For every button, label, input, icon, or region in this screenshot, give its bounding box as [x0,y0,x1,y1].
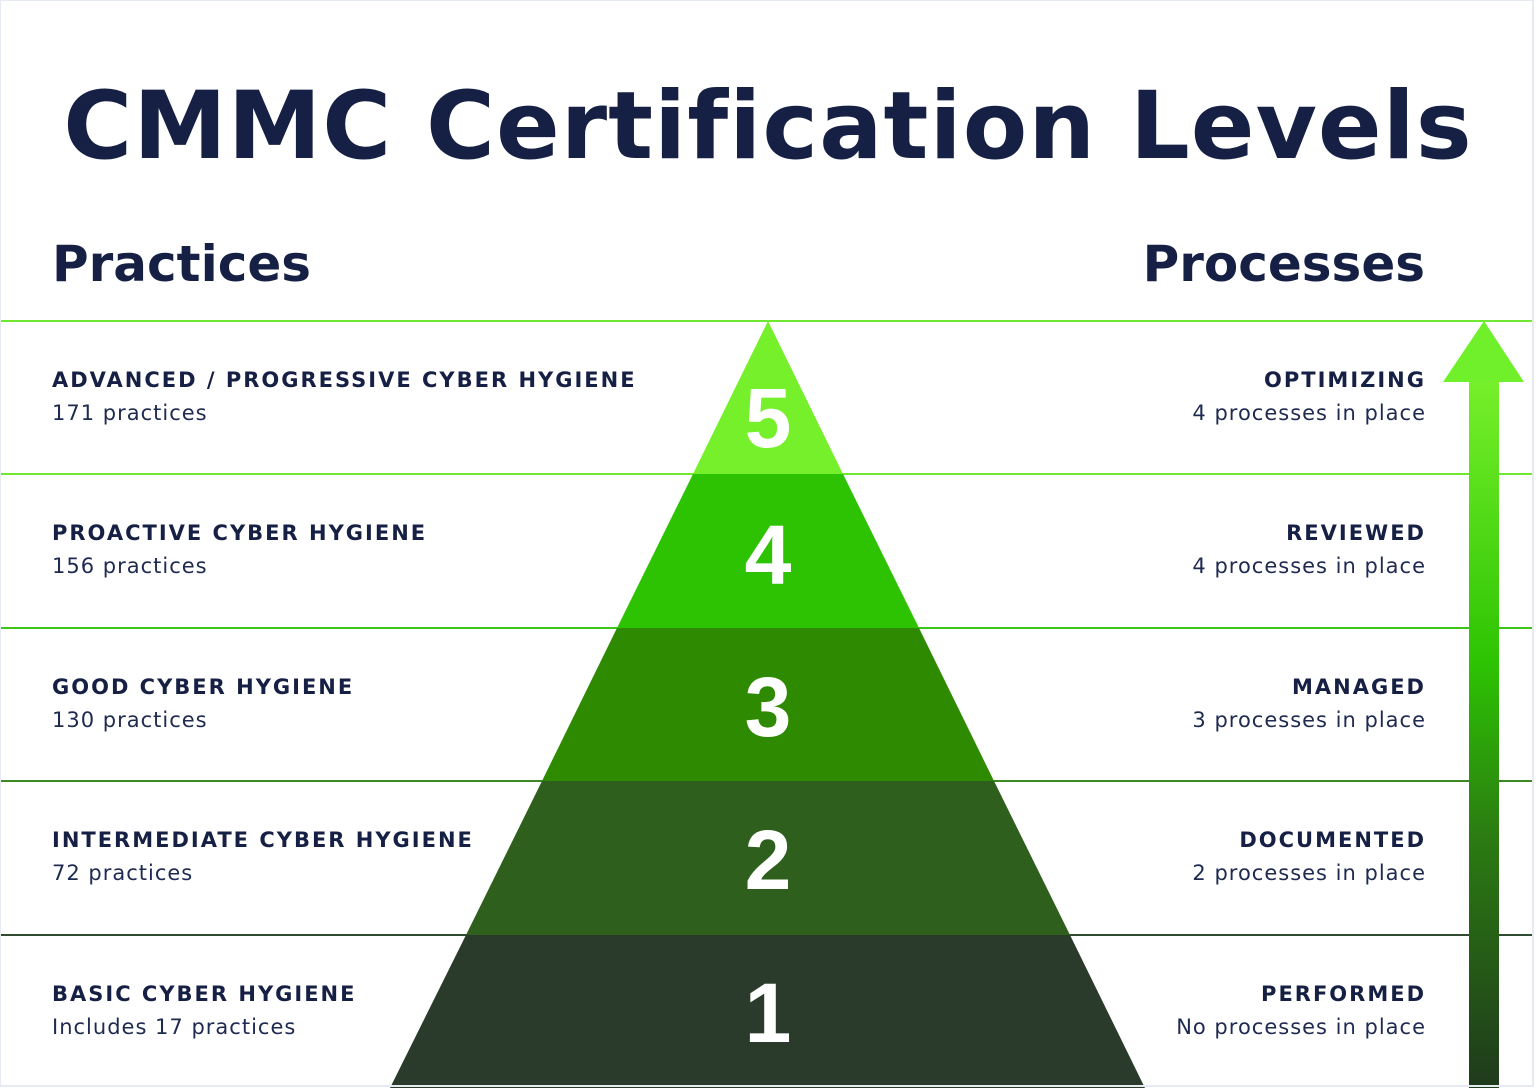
process-level-4: REVIEWED 4 processes in place [1192,519,1426,581]
practice-count: 72 practices [52,861,194,885]
pyramid-level-1 [390,935,1145,1088]
practice-name: PROACTIVE CYBER HYGIENE [52,521,428,545]
practice-name: INTERMEDIATE CYBER HYGIENE [52,828,474,852]
practice-count: 130 practices [52,708,208,732]
level-number-4: 4 [744,508,792,602]
practice-count: Includes 17 practices [52,1015,297,1039]
process-count: No processes in place [1176,1015,1426,1039]
practice-level-4: PROACTIVE CYBER HYGIENE 156 practices [52,519,427,581]
process-level-3: MANAGED 3 processes in place [1192,673,1426,735]
process-count: 4 processes in place [1192,554,1426,578]
practice-level-5: ADVANCED / PROGRESSIVE CYBER HYGIENE 171… [52,366,637,428]
pyramid-level-4 [617,474,919,628]
practice-level-2: INTERMEDIATE CYBER HYGIENE 72 practices [52,826,474,888]
process-name: OPTIMIZING [1264,368,1426,392]
divider-line-5 [1,320,1533,322]
page-title: CMMC Certification Levels [63,72,1473,181]
process-count: 4 processes in place [1192,401,1426,425]
process-name: REVIEWED [1286,521,1426,545]
practice-name: BASIC CYBER HYGIENE [52,982,357,1006]
practice-level-1: BASIC CYBER HYGIENE Includes 17 practice… [52,980,356,1042]
process-level-5: OPTIMIZING 4 processes in place [1192,366,1426,428]
level-number-3: 3 [744,660,792,754]
process-level-1: PERFORMED No processes in place [1176,980,1426,1042]
practice-name: GOOD CYBER HYGIENE [52,675,355,699]
practice-level-3: GOOD CYBER HYGIENE 130 practices [52,673,354,735]
practice-name: ADVANCED / PROGRESSIVE CYBER HYGIENE [52,368,637,392]
process-name: PERFORMED [1261,982,1426,1006]
arrow-up-icon [1443,321,1524,1088]
level-number-1: 1 [744,966,792,1060]
level-number-5: 5 [744,371,792,465]
pyramid-level-5 [693,321,843,474]
practice-count: 171 practices [52,401,208,425]
level-number-2: 2 [744,813,792,907]
practices-heading: Practices [52,235,312,293]
processes-heading: Processes [1142,235,1425,293]
process-name: MANAGED [1292,675,1426,699]
practice-count: 156 practices [52,554,208,578]
process-name: DOCUMENTED [1239,828,1426,852]
process-level-2: DOCUMENTED 2 processes in place [1192,826,1426,888]
pyramid-level-2 [466,781,1070,935]
pyramid-level-3 [542,628,994,781]
process-count: 2 processes in place [1192,861,1426,885]
process-count: 3 processes in place [1192,708,1426,732]
